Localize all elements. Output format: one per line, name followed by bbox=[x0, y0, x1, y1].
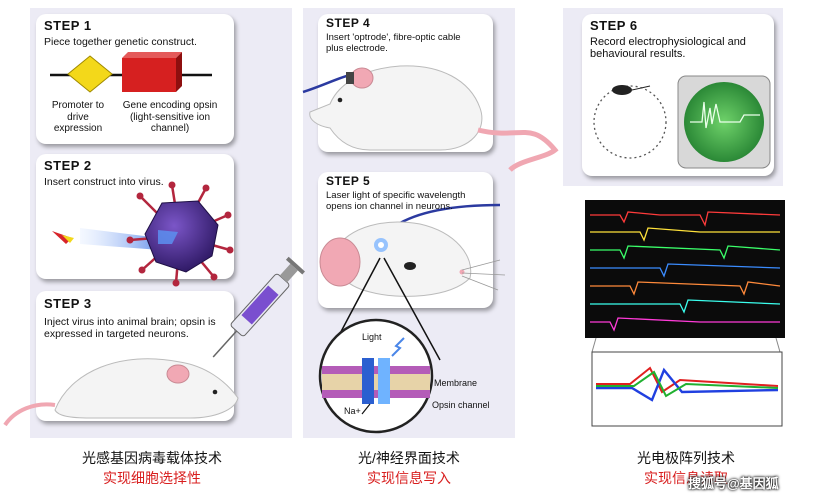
channel-label: Opsin channel bbox=[432, 400, 490, 410]
caption-middle-subtitle: 实现信息写入 bbox=[367, 470, 451, 486]
light-label: Light bbox=[362, 332, 382, 342]
behaviour-track-icon bbox=[593, 85, 667, 159]
step1-label: STEP 1 bbox=[44, 18, 92, 33]
step3-label: STEP 3 bbox=[44, 296, 92, 311]
ion-label: Na+ bbox=[344, 406, 361, 416]
step4-label: STEP 4 bbox=[326, 16, 371, 30]
mouse-step4-icon bbox=[302, 65, 559, 172]
caption-right-subtitle: 实现信息读取 bbox=[644, 470, 728, 486]
caption-middle-title: 光/神经界面技术 bbox=[358, 450, 460, 466]
virus-icon bbox=[52, 181, 234, 287]
step5-label: STEP 5 bbox=[326, 174, 371, 188]
membrane-label: Membrane bbox=[434, 378, 478, 388]
caption-right-title: 光电极阵列技术 bbox=[637, 450, 735, 466]
watermark: 搜狐号@基因狐 bbox=[688, 476, 779, 491]
step6-text: Record electrophysiological and behaviou… bbox=[590, 36, 746, 60]
syringe-icon bbox=[212, 256, 305, 358]
step2-text: Insert construct into virus. bbox=[44, 176, 164, 188]
step3-text: Inject virus into animal brain; opsin is… bbox=[44, 316, 216, 340]
step2-label: STEP 2 bbox=[44, 158, 92, 173]
mouse-step5-icon bbox=[319, 203, 506, 297]
mouse-step3-icon bbox=[3, 358, 239, 427]
caption-left-title: 光感基因病毒载体技术 bbox=[82, 450, 222, 466]
step5-text: Laser light of specific wavelength opens… bbox=[326, 190, 466, 212]
genetic-construct-icon bbox=[50, 52, 212, 93]
step6-label: STEP 6 bbox=[590, 18, 638, 33]
oscilloscope-icon bbox=[677, 75, 771, 169]
electrode-array-icon bbox=[585, 200, 785, 427]
caption-left-subtitle: 实现细胞选择性 bbox=[103, 470, 201, 486]
step1-text: Piece together genetic construct. bbox=[44, 36, 197, 48]
membrane-zoom-icon bbox=[318, 257, 441, 434]
promoter-label: Promoter to drive expression bbox=[51, 100, 105, 134]
gene-label: Gene encoding opsin (light-sensitive ion… bbox=[122, 100, 218, 134]
step4-text: Insert 'optrode', fibre-optic cable plus… bbox=[326, 32, 461, 54]
